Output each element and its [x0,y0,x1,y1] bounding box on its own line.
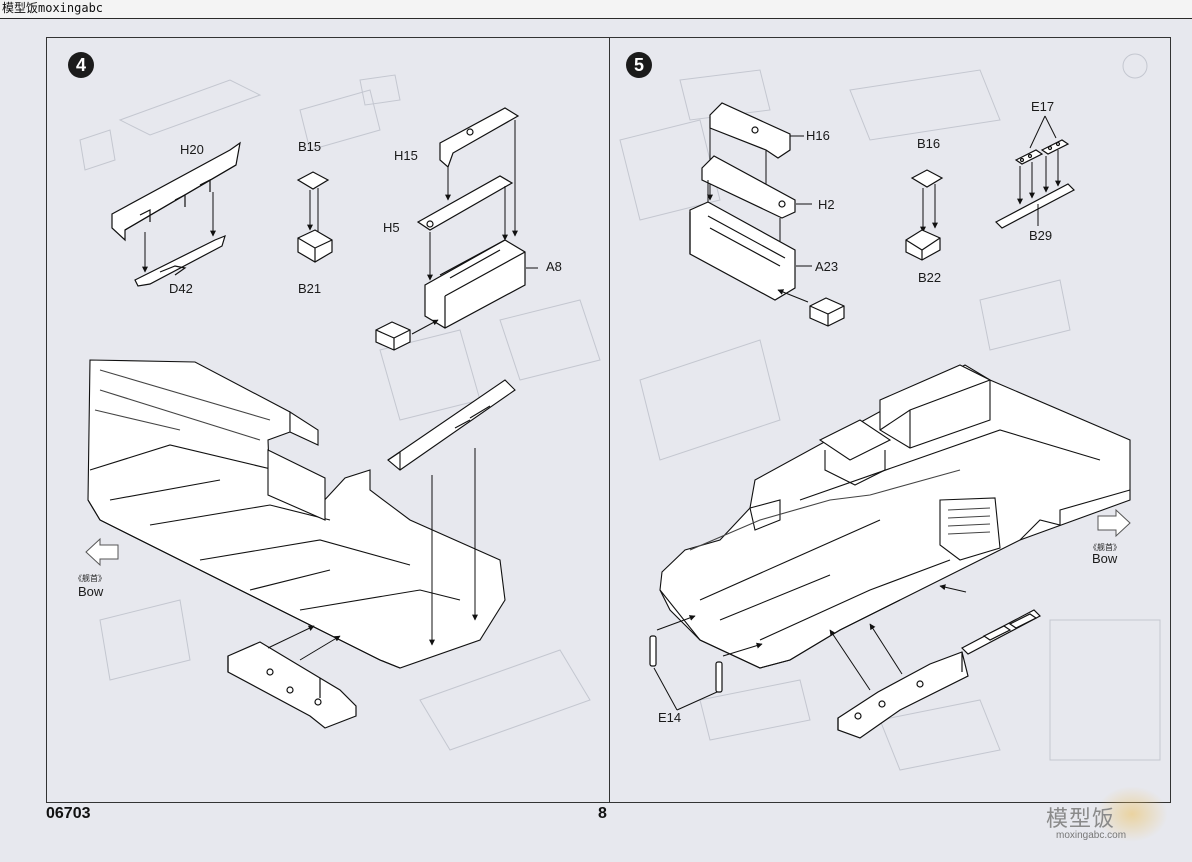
step-4-badge: 4 [68,52,94,78]
step-5-badge: 5 [626,52,652,78]
step-5-panel [609,37,1171,803]
hull-4 [87,359,516,669]
label-e14: E14 [658,710,682,725]
label-b15: B15 [298,139,322,154]
label-h16: H16 [806,128,830,143]
part-b15 [296,171,330,190]
part-keel-4 [227,641,357,729]
label-d42: D42 [169,281,193,296]
bow-label-4: Bow [78,584,104,599]
part-h20 [111,141,241,242]
part-e17 [1014,139,1070,165]
label-h2: H2 [818,197,835,212]
label-h5: H5 [383,220,400,235]
page-number: 8 [598,805,607,822]
product-code: 06703 [46,805,91,822]
bow-cn-4: 《舰首》 [74,574,106,583]
part-d42 [134,234,226,287]
ghost-drawing [79,53,1161,771]
part-h5 [416,175,514,231]
bow-arrow-5 [1097,508,1131,538]
part-b22 [905,229,941,261]
part-e17-b29-assembled [961,609,1041,655]
part-block-5 [809,297,845,327]
label-b22: B22 [918,270,942,285]
label-h20: H20 [180,142,204,157]
bow-cn-5: 《舰首》 [1089,543,1121,552]
part-b29 [995,183,1075,229]
part-h2 [701,155,796,219]
site-logo-url: moxingabc.com [1056,830,1127,841]
label-a23: A23 [815,259,839,274]
label-b16: B16 [917,136,941,151]
part-a23 [689,201,796,301]
part-block-4 [375,321,411,351]
label-e17: E17 [1031,99,1055,114]
top-bar: 模型饭moxingabc [0,0,1192,19]
label-b21: B21 [298,281,322,296]
label-a8: A8 [546,259,562,274]
part-b21 [297,229,333,263]
part-b16 [910,169,944,188]
logo-glow [1096,786,1168,842]
bow-label-5: Bow [1092,551,1118,566]
label-h15: H15 [394,148,418,163]
part-e14 [649,635,723,693]
part-h16 [709,102,791,159]
hull-5 [659,364,1131,669]
part-a8 [424,239,526,329]
site-logo: 模型饭 [1046,807,1116,832]
top-watermark: 模型饭moxingabc [2,1,104,15]
bow-arrow-4 [85,537,119,567]
label-b29: B29 [1029,228,1053,243]
part-keel-5 [837,651,969,739]
part-h15 [439,107,520,169]
